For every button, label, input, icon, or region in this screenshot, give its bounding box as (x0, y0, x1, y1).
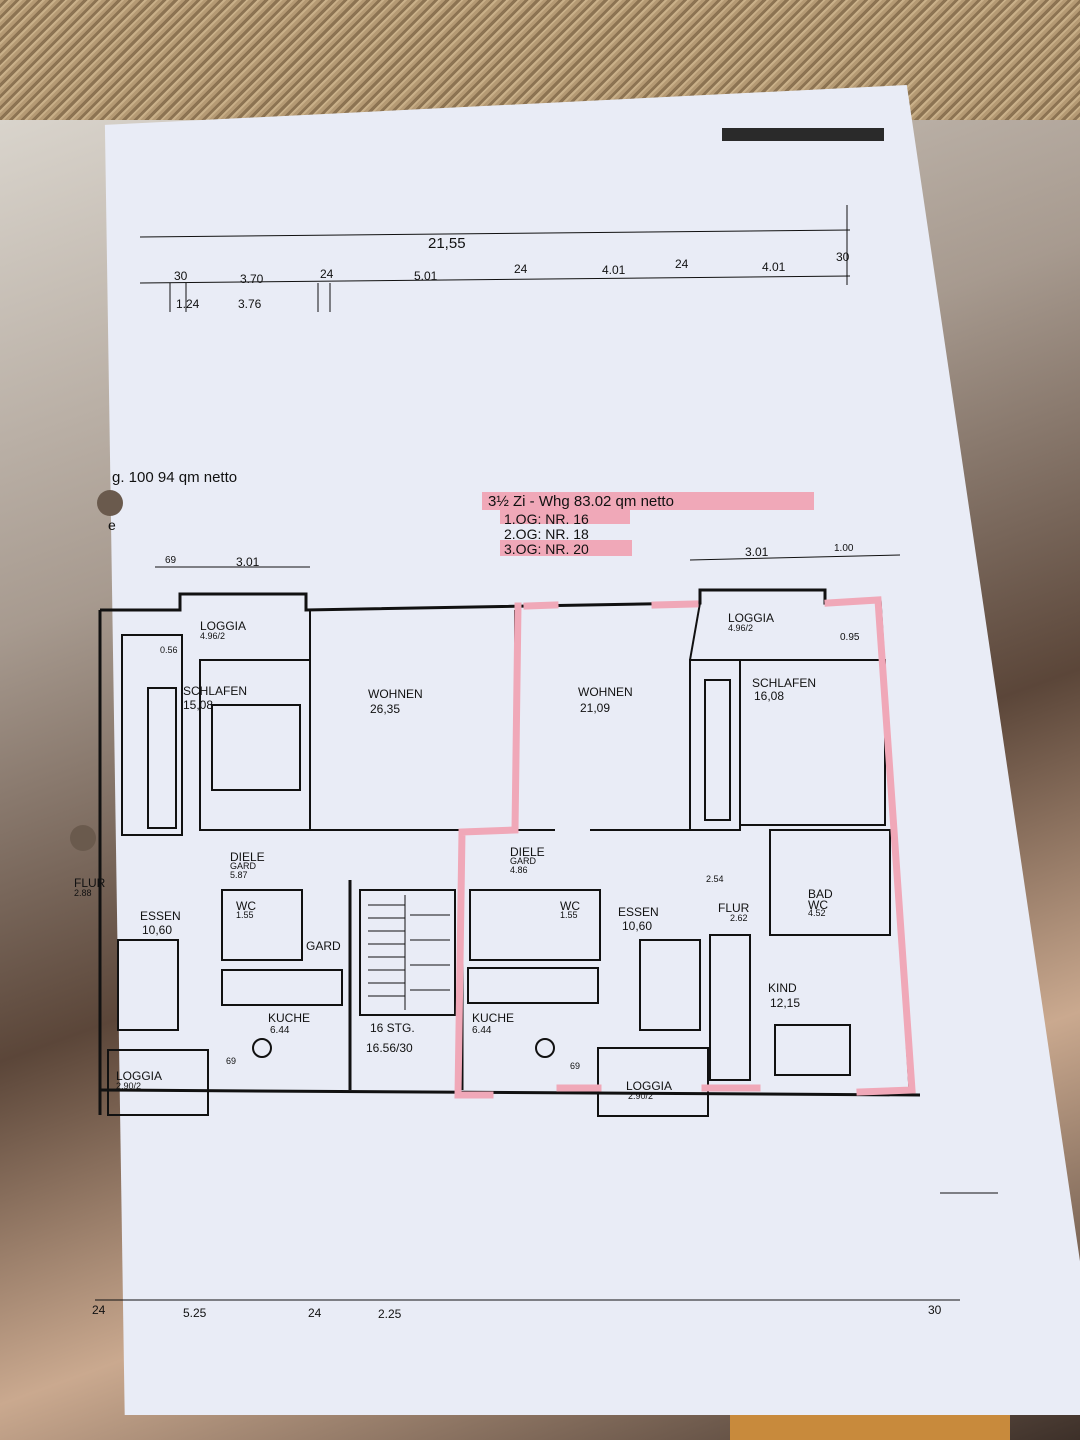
dim-label: 69 (226, 1056, 237, 1066)
dim-label: 0.95 (840, 632, 860, 643)
room-loggia-bottom-left: LOGGIA (116, 1069, 163, 1083)
room-flur-left: FLUR (74, 876, 106, 890)
room-area: 1.55 (236, 910, 254, 920)
dim-label: 69 (165, 555, 177, 566)
dim-label: 4.01 (762, 260, 786, 274)
room-gard: GARD (306, 939, 341, 953)
room-area: 4.96/2 (200, 631, 226, 641)
room-flur-right: FLUR (718, 901, 750, 915)
room-wohnen-left: WOHNEN (368, 687, 423, 701)
room-area: 16,08 (754, 689, 785, 703)
floor-2-label: 2.OG: NR. 18 (504, 526, 589, 542)
stair-dimension: 16.56/30 (366, 1041, 413, 1055)
total-width-label: 21,55 (428, 235, 466, 252)
scan-bar (722, 128, 884, 141)
dim-label: 3.01 (745, 545, 769, 559)
room-area: 1.55 (560, 910, 578, 920)
dim-label: 24 (92, 1303, 106, 1317)
left-note-label: e (108, 517, 116, 533)
room-area: 5.87 (230, 870, 248, 880)
room-essen-right: ESSEN (618, 905, 659, 919)
room-area: 2.90/2 (116, 1081, 142, 1091)
dim-label: 69 (570, 1061, 581, 1071)
room-area: 15,08 (183, 698, 214, 712)
highlight-title (482, 492, 814, 510)
dim-label: 1.00 (834, 543, 854, 554)
room-area: 6.44 (270, 1025, 290, 1036)
room-kind: KIND (768, 981, 797, 995)
dim-label: 3.76 (238, 297, 262, 311)
floor-1-label: 1.OG: NR. 16 (504, 511, 589, 527)
left-area-label: g. 100 94 qm netto (112, 469, 238, 486)
room-bad-wc: WC (808, 898, 828, 912)
dim-label: 24 (308, 1306, 322, 1320)
room-kuche-left: KUCHE (268, 1011, 311, 1025)
dim-label: 1.24 (176, 297, 200, 311)
room-wc-right: WC (560, 899, 580, 913)
room-wc-left: WC (236, 899, 256, 913)
room-diele-left: DIELE (230, 850, 265, 864)
dim-label: 24 (675, 257, 689, 271)
dim-label: 3.01 (236, 555, 260, 569)
dim-label: 0.56 (160, 645, 178, 655)
room-area: 2.90/2 (628, 1091, 654, 1101)
apartment-title: 3½ Zi - Whg 83.02 qm netto (488, 493, 674, 510)
stair-label: 16 STG. (370, 1021, 415, 1035)
dim-label: 24 (320, 267, 334, 281)
room-area: 4.96/2 (728, 623, 754, 633)
room-area: 6.44 (472, 1025, 492, 1036)
room-area: 10,60 (142, 923, 173, 937)
room-area: 12,15 (770, 996, 801, 1010)
room-loggia-bottom-right: LOGGIA (626, 1079, 673, 1093)
floor-3-label: 3.OG: NR. 20 (504, 541, 589, 557)
room-diele-right: DIELE (510, 845, 545, 859)
room-schlafen-left: SCHLAFEN (183, 684, 248, 698)
room-area: 10,60 (622, 919, 653, 933)
room-gard-left: GARD (230, 861, 257, 871)
highlight-floor1 (500, 510, 630, 524)
punch-hole-top (97, 490, 123, 516)
room-loggia-top-right: LOGGIA (728, 611, 775, 625)
room-area: 4.86 (510, 865, 528, 875)
punch-hole-bottom (70, 825, 96, 851)
room-kuche-right: KUCHE (472, 1011, 515, 1025)
paper-sheet (104, 85, 1080, 1415)
dim-label: 24 (514, 262, 528, 276)
dim-label: 5.01 (414, 269, 438, 283)
dim-label: 3.70 (240, 272, 264, 286)
dim-label: 5.25 (183, 1306, 207, 1320)
room-wohnen-right: WOHNEN (578, 685, 633, 699)
highlight-floor3 (500, 540, 632, 556)
room-gard-right: GARD (510, 856, 537, 866)
dim-label: 30 (174, 269, 188, 283)
room-area: 21,09 (580, 701, 611, 715)
room-schlafen-right: SCHLAFEN (752, 676, 817, 690)
dim-label: 2.25 (378, 1307, 402, 1321)
dim-label: 2.54 (706, 874, 724, 884)
room-area: 2.88 (74, 888, 92, 898)
room-loggia-top-left: LOGGIA (200, 619, 247, 633)
dim-label: 30 (836, 250, 850, 264)
dim-label: 30 (928, 1303, 942, 1317)
dim-label: 4.01 (602, 263, 626, 277)
room-area: 26,35 (370, 702, 401, 716)
room-area: 2.62 (730, 913, 748, 923)
room-area: 4.52 (808, 908, 826, 918)
room-essen-left: ESSEN (140, 909, 181, 923)
room-bad: BAD (808, 887, 833, 901)
